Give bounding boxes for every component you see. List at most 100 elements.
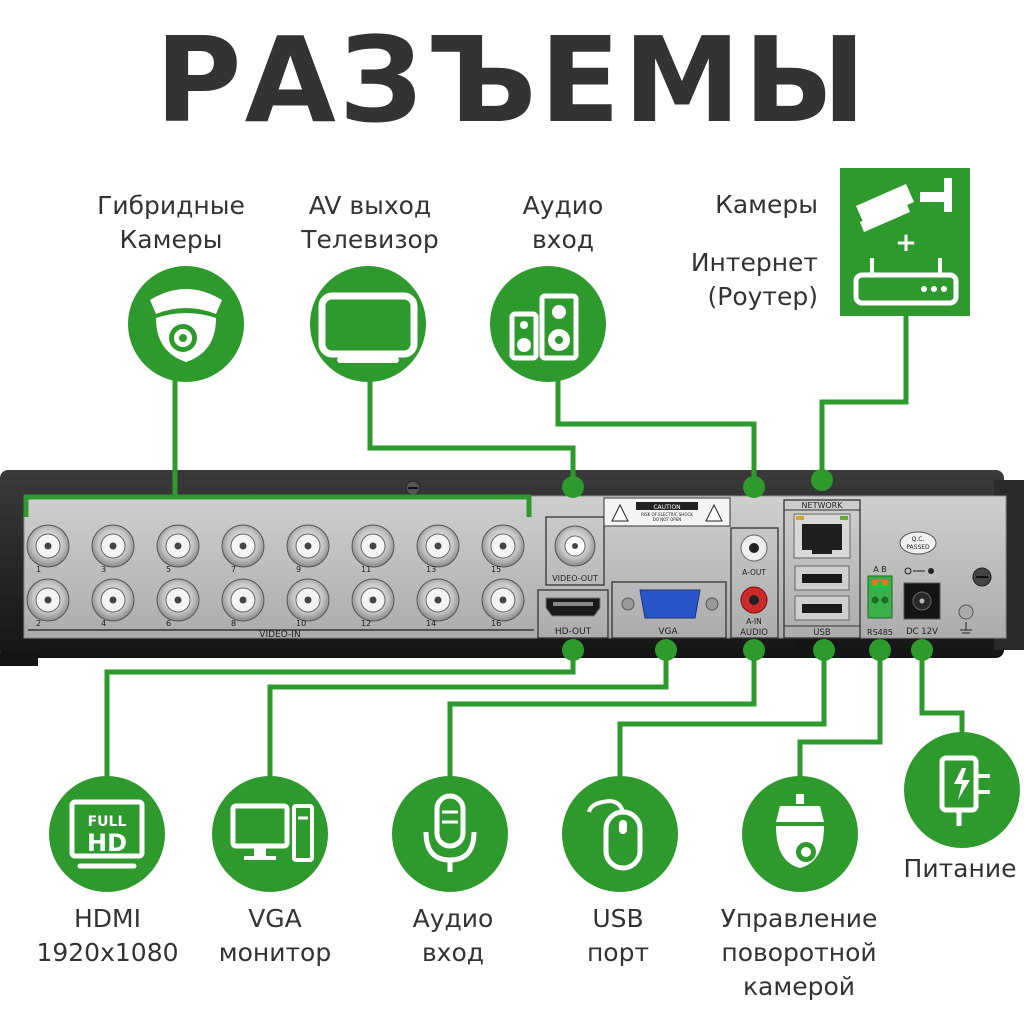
- tv-icon: [310, 266, 426, 382]
- video-in-label-bar: VIDEO-IN: [28, 629, 534, 640]
- dome-camera-icon: [128, 266, 244, 382]
- vga-port: VGA: [611, 581, 727, 639]
- bnc-number: 3: [101, 565, 106, 574]
- line-av-out: [367, 380, 576, 487]
- bnc-connector: [156, 578, 200, 622]
- line-hybrid-cameras: [23, 380, 532, 517]
- label-hybrid-cameras: Гибридные Камеры: [86, 189, 256, 257]
- label-hdmi: HDMI 1920x1080: [30, 902, 185, 970]
- bnc-number: 11: [361, 565, 371, 574]
- line-network: [819, 315, 909, 480]
- label-line: Интернет: [690, 248, 818, 277]
- camera-plus-router-icon: +: [840, 168, 970, 316]
- label-line: Телевизор: [301, 225, 439, 254]
- bnc-number: 7: [231, 565, 236, 574]
- svg-text:+: +: [895, 228, 917, 258]
- usb-text: USB: [813, 628, 831, 638]
- bnc-connector: [286, 524, 330, 568]
- rs485-port: A B RS485: [867, 565, 893, 637]
- bnc-number: 2: [36, 619, 41, 628]
- bnc-connector: [26, 578, 70, 622]
- power-adapter-icon: [904, 732, 1020, 848]
- label-internet: Интернет (Роутер): [640, 246, 818, 314]
- bnc-connector: [481, 578, 525, 622]
- bnc-number: 8: [231, 619, 236, 628]
- line-hdmi: [104, 650, 576, 780]
- bnc-connector: [351, 578, 395, 622]
- line-vga: [267, 650, 669, 780]
- qc-text-2: PASSED: [906, 544, 930, 551]
- qc-text-1: Q.C.: [912, 536, 925, 543]
- microphone-icon: [392, 776, 508, 892]
- label-line: Гибридные: [97, 191, 245, 220]
- connector-dots: [562, 469, 933, 661]
- line-audio-in-bottom: [447, 650, 757, 780]
- label-power: Питание: [896, 852, 1024, 886]
- bnc-connector: [221, 578, 265, 622]
- ptz-camera-icon: [742, 776, 858, 892]
- bnc-number: 4: [101, 619, 106, 628]
- label-line: HDMI: [74, 904, 141, 933]
- caution-text: CAUTION: [653, 504, 680, 511]
- label-line: Камеры: [119, 225, 223, 254]
- bnc-number: 9: [296, 565, 301, 574]
- label-line: порт: [586, 938, 650, 967]
- label-ptz: Управление поворотной камерой: [706, 902, 892, 1004]
- video-out-text: VIDEO-OUT: [552, 574, 598, 583]
- label-line: Управление: [720, 904, 878, 933]
- bnc-number: 13: [426, 565, 436, 574]
- line-usb: [617, 650, 827, 780]
- video-in-text: VIDEO-IN: [259, 630, 300, 640]
- caution-sticker: CAUTION RISK OF ELECTRIC SHOCK DO NOT OP…: [603, 497, 731, 527]
- bnc-connector: [91, 524, 135, 568]
- label-line: (Роутер): [707, 282, 819, 311]
- label-line: Аудио: [412, 904, 494, 933]
- vga-text: VGA: [658, 627, 678, 637]
- hdmi-port: HD-OUT: [537, 589, 609, 639]
- label-line: камерой: [742, 972, 856, 1001]
- bnc-connector: [156, 524, 200, 568]
- bnc-connector: [416, 578, 460, 622]
- mouse-icon: [562, 776, 678, 892]
- label-line: VGA: [248, 904, 302, 933]
- rs485-text: RS485: [867, 628, 893, 637]
- label-line: монитор: [218, 938, 332, 967]
- monitor-pc-icon: [212, 776, 328, 892]
- label-line: поворотной: [721, 938, 877, 967]
- bnc-connector: [286, 578, 330, 622]
- label-line: AV выход: [308, 191, 432, 220]
- audio-ports: A-OUT A-IN AUDIO: [730, 527, 779, 639]
- label-audio-in-top: Аудио вход: [500, 189, 626, 257]
- bnc-number: 10: [296, 619, 306, 628]
- bnc-connector: [416, 524, 460, 568]
- label-line: Камеры: [715, 190, 818, 219]
- caution-sub-2: DO NOT OPEN: [653, 517, 681, 522]
- network-usb-ports: NETWORK USB: [783, 499, 861, 639]
- line-power: [919, 650, 965, 735]
- video-out-port: VIDEO-OUT: [545, 516, 605, 586]
- full-hd-text-1: FULL: [88, 814, 127, 830]
- label-line: USB: [592, 904, 644, 933]
- label-line: вход: [531, 225, 595, 254]
- label-line: Аудио: [522, 191, 604, 220]
- label-line: 1920x1080: [36, 938, 179, 967]
- caution-sub-1: RISK OF ELECTRIC SHOCK: [641, 512, 693, 517]
- a-in-text: A-IN: [746, 617, 762, 626]
- bnc-connector: [26, 524, 70, 568]
- label-vga: VGA монитор: [200, 902, 350, 970]
- full-hd-text-2: HD: [87, 829, 127, 857]
- dc-text: DC 12V: [906, 627, 938, 637]
- page-title: РАЗЪЕМЫ: [155, 11, 869, 149]
- label-audio-in-bottom: Аудио вход: [390, 902, 516, 970]
- line-audio-in-top: [555, 380, 757, 487]
- label-usb: USB порт: [560, 902, 676, 970]
- label-cameras: Камеры: [660, 188, 818, 222]
- bnc-number: 15: [491, 565, 501, 574]
- bnc-connector: [221, 524, 265, 568]
- bnc-number: 6: [166, 619, 171, 628]
- label-line: вход: [421, 938, 485, 967]
- network-text: NETWORK: [802, 501, 844, 510]
- bnc-connector: [351, 524, 395, 568]
- rs485-ab-text: A B: [873, 565, 887, 574]
